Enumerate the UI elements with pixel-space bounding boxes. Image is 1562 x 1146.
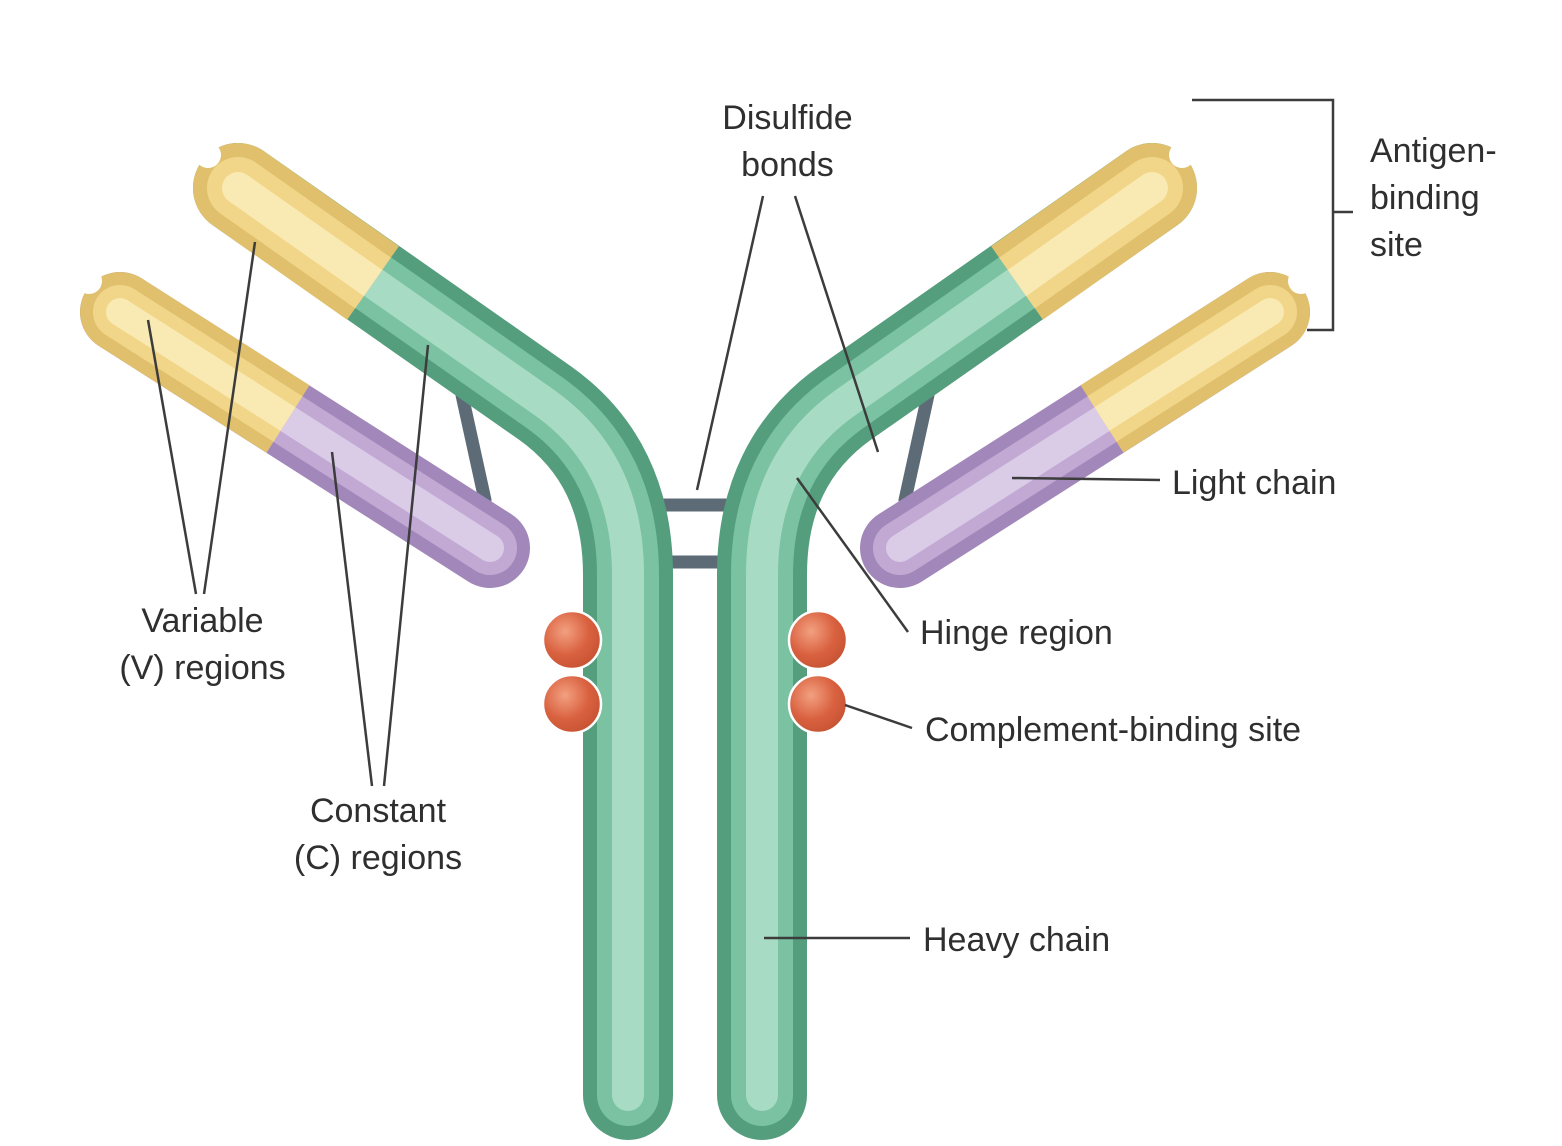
label-disulfide-bonds: Disulfide bonds	[660, 95, 915, 189]
heavy-chain-right	[717, 142, 1197, 1140]
leader-variable-a	[146, 319, 198, 595]
leader-constant-b	[382, 344, 430, 787]
leader-variable-b	[202, 241, 257, 595]
complement-ball	[541, 609, 603, 671]
complement-ball	[541, 673, 603, 735]
antigen-binding-bracket	[1192, 98, 1335, 332]
label-antigen-binding-site: Antigen- binding site	[1370, 128, 1497, 269]
label-line: bonds	[741, 145, 834, 184]
leader-disulfide-center	[695, 195, 765, 491]
label-line: Antigen-	[1370, 132, 1497, 170]
label-heavy-chain: Heavy chain	[923, 921, 1111, 959]
label-line: site	[1370, 225, 1423, 264]
antigen-binding-notch	[1169, 142, 1195, 168]
antigen-binding-notch	[76, 268, 102, 294]
label-constant-regions: Constant (C) regions	[238, 788, 518, 882]
label-line: Disulfide	[722, 99, 853, 137]
antigen-binding-notch	[195, 142, 221, 168]
variable-region-light-left	[76, 268, 310, 453]
complement-binding-balls	[541, 609, 849, 735]
leader-hinge-region	[795, 477, 910, 633]
label-line: binding	[1370, 178, 1480, 217]
leader-disulfide-right	[793, 195, 880, 453]
variable-region-light-right	[1080, 268, 1314, 453]
variable-region-heavy-right	[991, 142, 1197, 320]
light-chain-right	[860, 268, 1314, 588]
label-light-chain: Light chain	[1172, 464, 1337, 502]
complement-ball	[787, 609, 849, 671]
label-hinge-region: Hinge region	[920, 614, 1113, 652]
label-complement-binding-site: Complement-binding site	[925, 711, 1302, 749]
leader-constant-a	[330, 451, 374, 787]
complement-ball	[787, 673, 849, 735]
leader-complement	[844, 703, 913, 730]
label-variable-regions: Variable (V) regions	[60, 598, 345, 692]
light-chain-left	[76, 268, 530, 588]
leader-lines	[146, 98, 1353, 940]
variable-region-heavy-left	[193, 142, 399, 320]
heavy-chain-left	[193, 142, 673, 1140]
label-line: Constant	[309, 792, 447, 830]
label-line: (C) regions	[293, 838, 463, 877]
antigen-binding-notch	[1288, 268, 1314, 294]
disulfide-bond-light-heavy	[455, 388, 935, 507]
label-line: Variable	[141, 602, 264, 640]
label-line: (V) regions	[119, 648, 286, 687]
leader-light-chain	[1011, 476, 1161, 482]
